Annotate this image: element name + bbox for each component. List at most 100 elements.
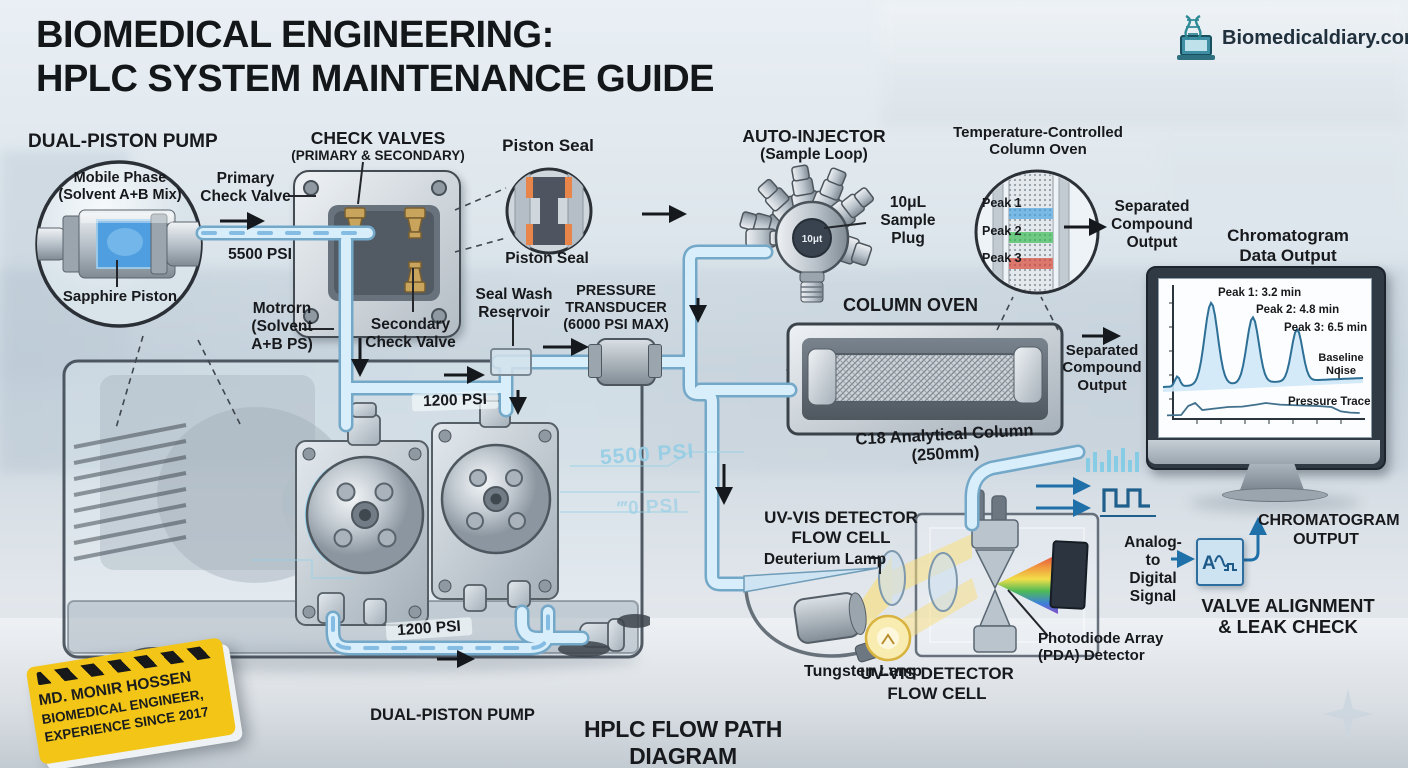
piston-seal-inset bbox=[505, 167, 593, 255]
chart-peak-1-annotation: Peak 1: 3.2 min bbox=[1218, 287, 1302, 299]
sapphire-piston-graphic bbox=[37, 209, 201, 279]
piston-seal-label: Piston Seal bbox=[505, 250, 589, 267]
check-valves-subtitle: (PRIMARY & SECONDARY) bbox=[291, 148, 465, 163]
footer-pump-label: DUAL-PISTON PUMP bbox=[370, 706, 535, 724]
psi-5500-label: 5500 PSI bbox=[228, 246, 292, 263]
check-valves-title: CHECK VALVES bbox=[310, 128, 446, 148]
column-oven-inset bbox=[974, 169, 1100, 295]
baseline-noise-label: Baseline Noise bbox=[1318, 352, 1364, 377]
valve-check-label: VALVE ALIGNMENT & LEAK CHECK bbox=[1201, 595, 1375, 638]
auto-injector-graphic: 10μt bbox=[739, 164, 874, 303]
pda-label: Photodiode Array (PDA) Detector bbox=[1038, 630, 1164, 665]
diagram-title: HPLC FLOW PATH DIAGRAM bbox=[583, 716, 783, 768]
inlet-needle bbox=[743, 567, 879, 593]
injector-subtitle: (Sample Loop) bbox=[760, 146, 868, 163]
chromatogram-plot bbox=[1162, 285, 1365, 424]
temp-oven-heading: Temperature-Controlled Column Oven bbox=[953, 124, 1123, 159]
injector-valve: 10μt bbox=[739, 164, 874, 303]
chart-pressure bbox=[1166, 401, 1360, 417]
monitor-bezel bbox=[1148, 440, 1380, 464]
mobile-phase-label: Mobile Phase (Solvent A+B Mix) bbox=[58, 170, 182, 203]
motor-label: Motrorn (Solvent A+B PS) bbox=[251, 300, 313, 353]
chart-fill bbox=[1163, 302, 1363, 392]
brand-logo-icon bbox=[1177, 14, 1215, 60]
separated-output-top-label: Separated Compound Output bbox=[1111, 198, 1193, 251]
deuterium-lamp-graphic bbox=[793, 592, 867, 644]
pda-panel bbox=[1049, 540, 1089, 610]
seal-wash-label: Seal Wash Reservoir bbox=[475, 286, 553, 321]
transducer-collar2 bbox=[648, 344, 662, 378]
brand-name: Biomedicaldiary.com bbox=[1222, 27, 1408, 49]
deuterium-lamp-label: Deuterium Lamp bbox=[763, 551, 887, 568]
monitor-heading: Chromatogram Data Output bbox=[1227, 226, 1349, 265]
laptop-icon bbox=[1177, 35, 1215, 60]
monitor-stand bbox=[1240, 464, 1304, 490]
pump-inset-graphic bbox=[35, 160, 203, 328]
adc-to-monitor-line bbox=[1238, 524, 1260, 562]
column-oven-heading: COLUMN OVEN bbox=[843, 295, 978, 315]
peak-2-label: Peak 2 bbox=[982, 224, 1022, 238]
tungsten-lamp-label: Tungsten Lamp bbox=[804, 663, 922, 680]
psi-1200-top-label: 1200 PSI bbox=[411, 390, 499, 412]
bg-cabinets bbox=[880, 0, 1408, 128]
dna-icon bbox=[1184, 14, 1202, 40]
chart-peak-2-annotation: Peak 2: 4.8 min bbox=[1256, 304, 1340, 316]
peak-3-label: Peak 3 bbox=[982, 251, 1022, 265]
hud-lines bbox=[252, 451, 744, 579]
watermark-low: ‴0 PSI bbox=[617, 495, 681, 520]
separated-output-mid-label: Separated Compound Output bbox=[1062, 342, 1142, 394]
detector-heading: UV-VIS DETECTOR FLOW CELL bbox=[764, 508, 918, 547]
vent-grille bbox=[73, 423, 187, 561]
lens-1 bbox=[878, 550, 906, 606]
black-arrows bbox=[220, 205, 1121, 668]
spectrum-beam bbox=[997, 554, 1058, 614]
pump-body-graphic bbox=[62, 359, 650, 663]
injector-title: AUTO-INJECTOR bbox=[742, 126, 886, 146]
chart-stroke bbox=[1162, 300, 1364, 388]
sample-plug-marking: 10μt bbox=[802, 234, 823, 245]
pressure-trace-label: Pressure Trace bbox=[1288, 396, 1371, 408]
bg-bench bbox=[0, 618, 1408, 768]
sparkle-icon bbox=[1323, 689, 1373, 739]
label-pointers bbox=[116, 161, 1049, 637]
dashed-pointers bbox=[115, 187, 1059, 429]
detector-flow-cell-label: UV-VIS DETECTOR FLOW CELL bbox=[860, 664, 1014, 703]
pump-head-1 bbox=[295, 440, 429, 626]
secondary-check-valve-label: Secondary Check Valve bbox=[365, 316, 456, 351]
column-oven-graphic bbox=[786, 322, 1064, 436]
pump-inset-heading: DUAL-PISTON PUMP bbox=[28, 131, 218, 152]
pressure-transducer-graphic bbox=[596, 338, 656, 386]
digital-signal-icon bbox=[1100, 488, 1156, 517]
pressure-transducer-label: PRESSURE TRANSDUCER (6000 PSI MAX) bbox=[563, 283, 669, 333]
transducer-collar bbox=[588, 344, 602, 378]
peak-1-label: Peak 1 bbox=[982, 196, 1022, 210]
primary-check-valve-label: Primary Check Valve bbox=[200, 170, 291, 205]
chromatogram-output-label: CHROMATOGRAM OUTPUT bbox=[1258, 512, 1400, 548]
packed-column-graphic bbox=[992, 173, 1070, 291]
secondary-check-valve-part bbox=[404, 207, 426, 293]
lens-2 bbox=[928, 552, 958, 612]
sample-loop-window bbox=[792, 218, 832, 258]
adc-box: A bbox=[1196, 538, 1244, 586]
piston-seal-heading: Piston Seal bbox=[502, 136, 594, 155]
detector-graphic bbox=[744, 489, 1100, 663]
sample-plug-label: 10μL Sample Plug bbox=[880, 194, 936, 247]
seal-wash-reservoir-graphic bbox=[490, 348, 532, 376]
adc-icon: A bbox=[1202, 553, 1237, 574]
seal-cross-section bbox=[514, 169, 584, 253]
sapphire-piston-label: Sapphire Piston bbox=[62, 288, 178, 305]
bg-instrument bbox=[1160, 140, 1408, 255]
pump-fittings bbox=[317, 387, 625, 652]
hud-equalizer bbox=[1086, 448, 1139, 472]
monitor-screen bbox=[1158, 278, 1372, 438]
signal-arrows bbox=[1036, 477, 1267, 568]
adc-label: Analog- to Digital Signal bbox=[1124, 534, 1182, 605]
monitor-stand-base bbox=[1222, 488, 1328, 502]
adc-icon-letter: A bbox=[1202, 553, 1216, 574]
chart-peak-3-annotation: Peak 3: 6.5 min bbox=[1284, 322, 1368, 334]
pump-head-2 bbox=[431, 422, 559, 600]
tungsten-bulb-graphic bbox=[854, 614, 912, 663]
page-title: BIOMEDICAL ENGINEERING: HPLC SYSTEM MAIN… bbox=[36, 14, 714, 100]
